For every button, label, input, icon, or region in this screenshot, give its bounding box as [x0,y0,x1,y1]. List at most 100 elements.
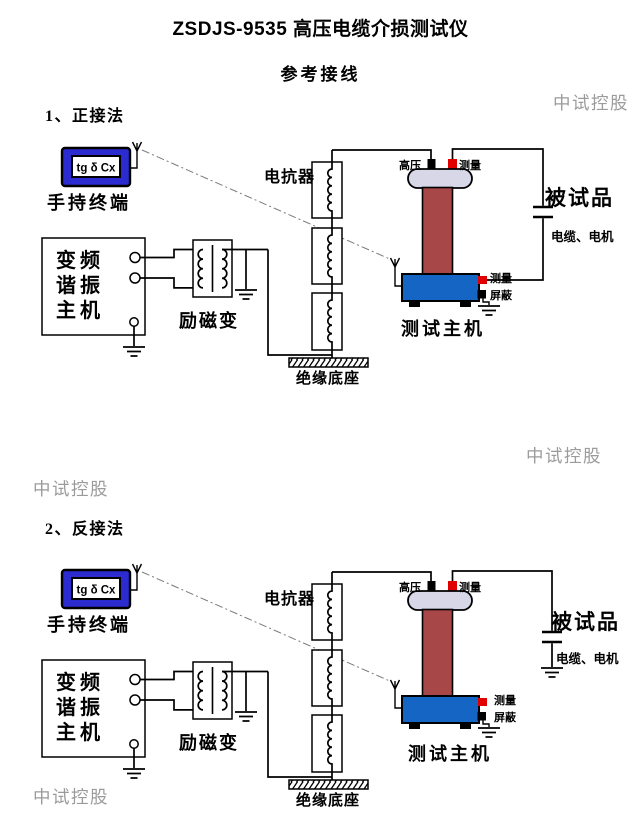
primary-wire-1 [140,248,203,259]
output-terminal-1 [129,251,141,264]
vf-host-box [41,237,146,336]
transformer-label: 励磁变 [179,310,239,331]
doc-title: ZSDJS-9535 高压电缆介损测试仪 [172,19,469,40]
handheld-terminal: tg δ Cx 手持终端 [47,563,143,635]
insulation-base-label: 绝缘底座 [296,791,360,809]
vf-host-label-3: 主机 [56,298,104,322]
primary-wire-2 [140,277,203,289]
measure-label-mid: 测量 [490,271,512,285]
handheld-screen-text: tg δ Cx [77,163,117,175]
capacitor-return-wire [487,218,544,281]
watermark-mid-left: 中试控股 [33,479,109,499]
watermark-bottom-left: 中试控股 [33,787,109,807]
test-host-label: 测试主机 [408,743,492,764]
measure-label-mid: 测量 [494,693,516,707]
insulation-base [288,779,369,790]
test-object-label: 被试品 [551,610,620,634]
reactor-coils [326,150,333,358]
measure-terminal-top [448,581,457,591]
secondary-winding [221,670,228,711]
ground-icon [234,711,258,722]
diagram-forward-method: tg δ Cx 手持终端 变频 谐振 主机 [41,141,614,387]
wireless-link-line [141,149,393,261]
measure-terminal-mid [478,276,487,284]
antenna-icon [131,141,143,152]
shield-label: 屏蔽 [490,288,513,302]
section-2-heading: 2、反接法 [45,521,125,538]
diagram-reverse-method: tg δ Cx 手持终端 变频 谐振 主机 [41,563,620,809]
handheld-screen-text: tg δ Cx [77,585,117,597]
ground-terminal [129,739,139,749]
antenna-icon [389,679,401,690]
reactor-stack: 电抗器 绝缘底座 [264,572,369,809]
test-object-sub-label: 电缆、电机 [551,229,614,244]
primary-wire-1 [140,670,203,681]
excitation-transformer: 励磁变 [140,239,268,331]
doc-subtitle: 参考接线 [280,65,361,84]
reactor-label: 电抗器 [264,167,315,186]
host-base [401,695,480,724]
test-object-sub-label: 电缆、电机 [556,651,619,666]
vf-host-label-1: 变频 [56,670,104,694]
section-1-heading: 1、正接法 [45,108,125,125]
hv-label: 高压 [399,158,421,172]
handheld-terminal-label: 手持终端 [47,192,131,213]
antenna-lead [394,267,403,287]
handheld-terminal-label: 手持终端 [47,614,131,635]
test-object-label: 被试品 [545,186,614,210]
secondary-winding [221,248,228,289]
ground-icon [477,727,501,738]
output-terminal-2 [129,694,141,706]
vf-resonance-host: 变频 谐振 主机 [41,659,146,779]
reactor-label: 电抗器 [264,589,315,608]
measure-to-capacitor-wire [451,148,544,206]
reactor-stack: 电抗器 绝缘底座 [264,150,369,387]
ground-icon [122,346,146,357]
shield-ground-lead [482,298,490,305]
output-terminal-2 [129,272,141,284]
measure-label-top: 测量 [459,158,481,172]
ground-icon [540,667,564,678]
handheld-screen [71,155,121,178]
vf-host-label-2: 谐振 [56,274,104,297]
test-host-label: 测试主机 [401,318,485,339]
hv-terminal [427,581,436,592]
primary-winding [197,248,204,289]
insulation-base-label: 绝缘底座 [296,369,360,387]
reactor-box-3 [311,714,343,773]
wireless-link-line [141,571,393,683]
vf-host-label-2: 谐振 [56,696,104,719]
host-foot-right [460,723,471,729]
transformer-label: 励磁变 [179,732,239,753]
vf-resonance-host: 变频 谐振 主机 [41,237,146,357]
return-wire [267,249,332,356]
handheld-screen [71,577,121,600]
handheld-terminal: tg δ Cx 手持终端 [47,141,143,213]
insulation-base [288,357,369,368]
hv-terminal [427,159,436,170]
ground-icon [477,305,501,316]
shield-terminal [477,712,486,721]
hv-label: 高压 [399,580,421,594]
test-host: 高压 测量 测量 屏蔽 测试主机 [332,571,517,764]
measure-to-capacitor-wire [451,570,553,631]
excitation-transformer: 励磁变 [140,661,268,753]
measure-terminal-top [448,159,457,169]
output-terminal-1 [129,673,141,686]
vf-host-label-1: 变频 [56,248,104,272]
vf-host-label-3: 主机 [56,720,104,744]
host-foot-left [409,723,420,729]
watermark-mid-right: 中试控股 [526,446,602,466]
antenna-icon [389,257,401,268]
hv-feed-wire [332,571,432,582]
reactor-coils [326,572,333,780]
measure-label-top: 测量 [459,580,481,594]
antenna-lead [394,689,403,709]
antenna-lead [130,573,138,591]
shield-label: 屏蔽 [494,710,517,724]
watermark-top-right: 中试控股 [553,93,629,113]
primary-winding [197,670,204,711]
test-object-circuit: 被试品 电缆、电机 [451,570,620,678]
primary-wire-2 [140,699,203,711]
ground-icon [122,768,146,779]
